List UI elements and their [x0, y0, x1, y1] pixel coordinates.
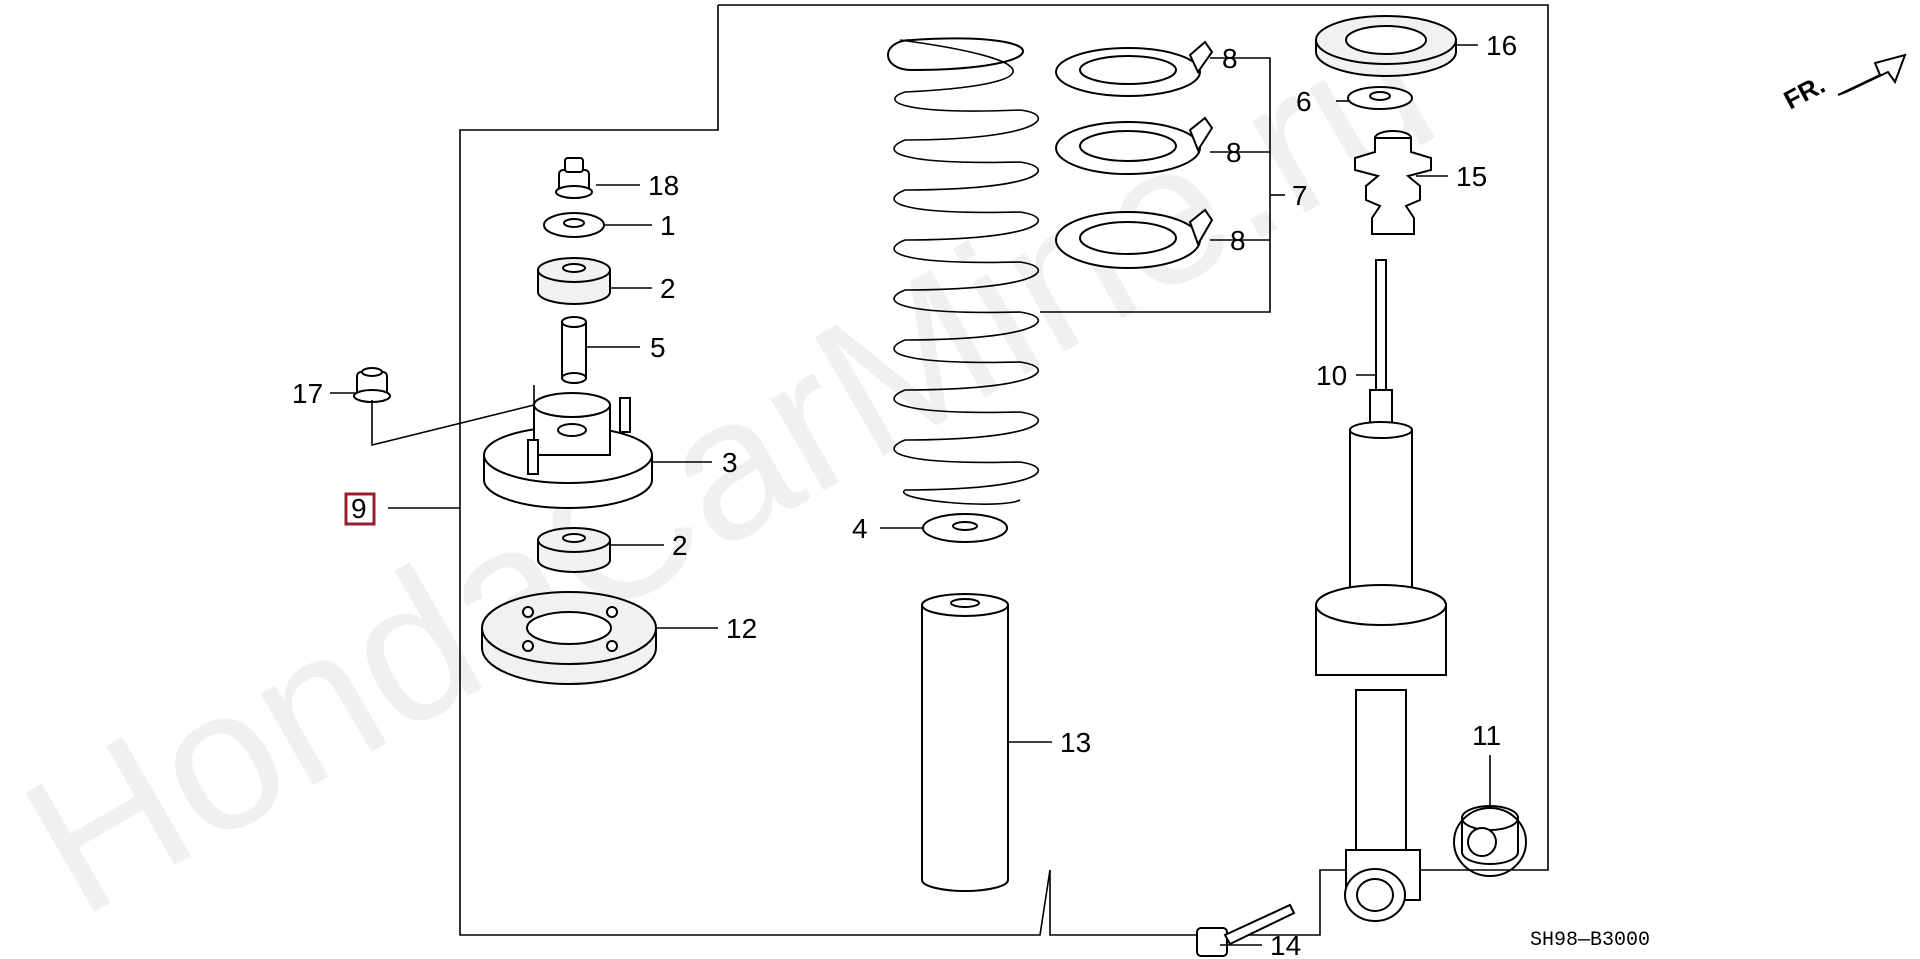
callout-8-bottom: 8 — [1230, 225, 1246, 256]
callout-2-upper: 2 — [660, 273, 676, 304]
callout-9-frame — [344, 492, 376, 526]
mount-rubber-part[interactable] — [481, 591, 657, 685]
rubber-bushing-upper-part[interactable] — [537, 257, 611, 305]
callout-18: 18 — [648, 170, 679, 201]
callout-1: 1 — [660, 210, 676, 241]
callout-3: 3 — [722, 447, 738, 478]
callout-11: 11 — [1472, 720, 1501, 751]
spring-washer-part[interactable] — [922, 513, 1008, 543]
collar-part[interactable] — [561, 316, 587, 384]
callout-17: 17 — [292, 378, 323, 409]
callout-15: 16 — [1486, 30, 1517, 61]
bolt-part[interactable] — [1196, 903, 1296, 957]
callout-8-top: 8 — [1222, 43, 1238, 74]
callout-16: 14 — [1270, 930, 1301, 959]
leader-lines — [330, 44, 1491, 946]
callout-14: 15 — [1456, 161, 1487, 192]
callout-5: 6 — [1296, 86, 1312, 117]
shock-absorber-part[interactable] — [1315, 259, 1447, 922]
callout-12: 12 — [726, 613, 757, 644]
dust-cover-part[interactable] — [921, 593, 1009, 892]
callout-9: 9 — [351, 493, 367, 524]
lower-bushing-part[interactable] — [1453, 805, 1527, 877]
front-direction-label: FR. — [1779, 69, 1830, 115]
callout-8-middle: 8 — [1226, 137, 1242, 168]
nut-flange-part[interactable] — [353, 367, 391, 403]
washer-small-part[interactable] — [1347, 86, 1413, 110]
bump-stop-part[interactable] — [1354, 130, 1432, 235]
group-outline — [459, 4, 1549, 936]
washer-part[interactable] — [543, 212, 605, 238]
spring-seat-3-part[interactable] — [1055, 208, 1214, 269]
front-direction-arrow-icon — [1837, 53, 1907, 96]
spring-seat-1-part[interactable] — [1055, 40, 1214, 97]
callout-6: 5 — [650, 332, 666, 363]
rubber-bushing-lower-part[interactable] — [537, 527, 611, 573]
watermark-text: HondaCarMine.ru — [0, 0, 1469, 957]
spring-seat-2-part[interactable] — [1055, 116, 1214, 175]
callout-7: 7 — [1292, 180, 1308, 211]
coil-spring-part[interactable] — [887, 37, 1039, 505]
callout-4: 4 — [852, 513, 868, 544]
callout-13: 13 — [1060, 727, 1091, 758]
callout-2-lower: 2 — [672, 530, 688, 561]
spring-mount-rubber-part[interactable] — [1315, 15, 1457, 77]
callout-9-highlighted[interactable]: 9 — [344, 492, 376, 526]
callout-10: 10 — [1316, 360, 1347, 391]
mount-base-part[interactable] — [483, 392, 653, 509]
diagram-code: SH98—B3000 — [1530, 929, 1650, 952]
nut-self-locking-part[interactable] — [555, 157, 593, 199]
